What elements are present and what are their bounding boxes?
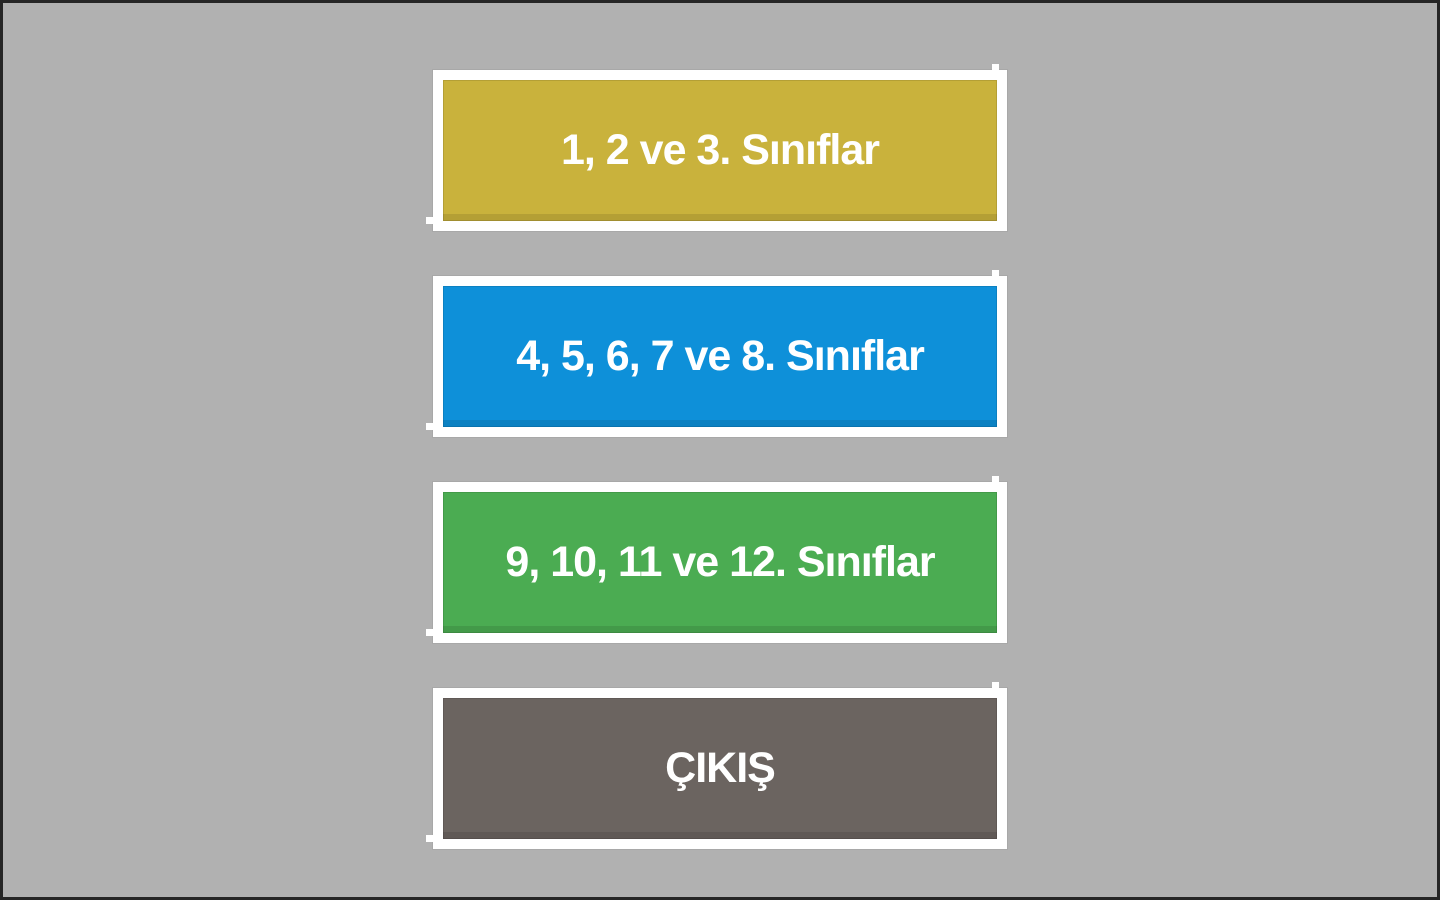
- button-grades-4-8-fill: 4, 5, 6, 7 ve 8. Sınıflar: [443, 286, 997, 427]
- button-grades-4-8-label: 4, 5, 6, 7 ve 8. Sınıflar: [516, 332, 925, 380]
- button-grades-1-3-label: 1, 2 ve 3. Sınıflar: [560, 126, 880, 174]
- exit-button-label: ÇIKIŞ: [665, 744, 776, 792]
- exit-button-fill: ÇIKIŞ: [443, 698, 997, 839]
- button-grades-9-12-fill: 9, 10, 11 ve 12. Sınıflar: [443, 492, 997, 633]
- grade-level-menu: 1, 2 ve 3. Sınıflar 4, 5, 6, 7 ve 8. Sın…: [3, 3, 1437, 849]
- button-grades-1-3-fill: 1, 2 ve 3. Sınıflar: [443, 80, 997, 221]
- exit-button[interactable]: ÇIKIŞ: [426, 682, 1007, 849]
- button-grades-4-8[interactable]: 4, 5, 6, 7 ve 8. Sınıflar: [426, 270, 1007, 437]
- button-grades-1-3[interactable]: 1, 2 ve 3. Sınıflar: [426, 64, 1007, 231]
- button-grades-9-12[interactable]: 9, 10, 11 ve 12. Sınıflar: [426, 476, 1007, 643]
- button-grades-9-12-label: 9, 10, 11 ve 12. Sınıflar: [505, 538, 935, 586]
